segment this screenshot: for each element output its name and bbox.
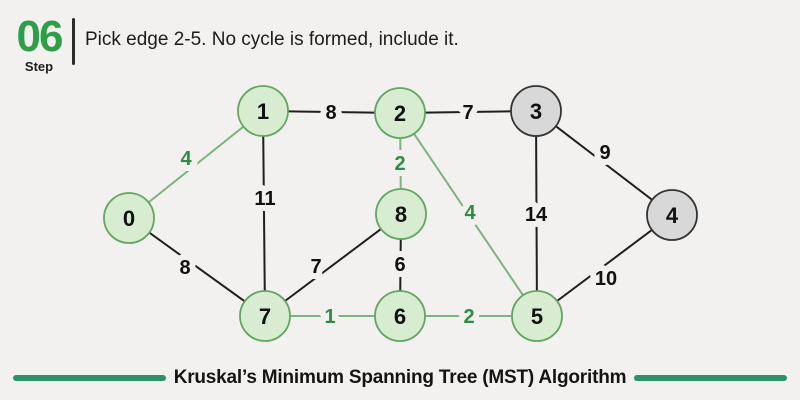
edge-1-7 <box>262 110 266 317</box>
step-description: Pick edge 2-5. No cycle is formed, inclu… <box>85 29 459 50</box>
edge-weight-2-8: 2 <box>394 153 405 175</box>
graph-node-0 <box>103 192 155 244</box>
graph-node-label-5: 5 <box>531 304 543 329</box>
edge-weight-2-5: 4 <box>464 202 476 224</box>
footer-bar-left <box>12 375 166 381</box>
graph-node-2 <box>374 87 426 139</box>
edge-weight-0-7: 8 <box>179 257 190 279</box>
step-number: 06 <box>16 12 64 61</box>
graph-node-6 <box>374 290 426 342</box>
edge-weight-1-2: 8 <box>325 102 336 124</box>
edge-3-5 <box>535 110 538 317</box>
edge-2-5 <box>399 112 538 317</box>
edge-weight-4-5: 10 <box>595 268 617 290</box>
graph-node-label-3: 3 <box>530 99 542 124</box>
header-divider <box>72 18 75 65</box>
edge-0-7 <box>128 217 266 317</box>
edge-0-1 <box>128 110 264 219</box>
footer-bar-right <box>634 375 788 381</box>
edge-weight-6-5: 2 <box>463 306 474 328</box>
edge-weight-7-8: 7 <box>310 256 321 278</box>
edge-weight-3-5: 14 <box>525 204 548 226</box>
graph-node-label-0: 0 <box>123 206 135 231</box>
footer: Kruskal’s Minimum Spanning Tree (MST) Al… <box>0 367 800 389</box>
edge-weight-7-6: 1 <box>324 306 335 328</box>
graph-node-7 <box>239 290 291 342</box>
graph-node-4 <box>646 189 698 241</box>
graph-node-label-2: 2 <box>394 101 406 126</box>
graph-node-label-4: 4 <box>666 203 679 228</box>
graph-node-5 <box>511 290 563 342</box>
graph-node-1 <box>237 85 289 137</box>
edge-weight-8-6: 6 <box>394 254 405 276</box>
graph-node-label-8: 8 <box>395 202 407 227</box>
graph-node-label-6: 6 <box>394 304 406 329</box>
graph-node-3 <box>510 85 562 137</box>
edge-3-4 <box>535 110 673 216</box>
footer-title: Kruskal’s Minimum Spanning Tree (MST) Al… <box>173 367 627 388</box>
edge-weight-0-1: 4 <box>180 148 192 170</box>
edge-4-5 <box>536 214 673 317</box>
edge-7-8 <box>264 213 402 317</box>
step-box: 06 Step <box>12 12 66 74</box>
edge-weight-1-7: 11 <box>254 188 275 210</box>
graph-node-label-1: 1 <box>257 99 269 124</box>
step-label: Step <box>24 58 54 74</box>
edge-weight-2-3: 7 <box>462 102 473 124</box>
step-header: 06 Step Pick edge 2-5. No cycle is forme… <box>12 12 459 74</box>
graph-node-8 <box>375 188 427 240</box>
edge-weight-3-4: 9 <box>599 142 610 164</box>
graph-node-label-7: 7 <box>259 304 271 329</box>
